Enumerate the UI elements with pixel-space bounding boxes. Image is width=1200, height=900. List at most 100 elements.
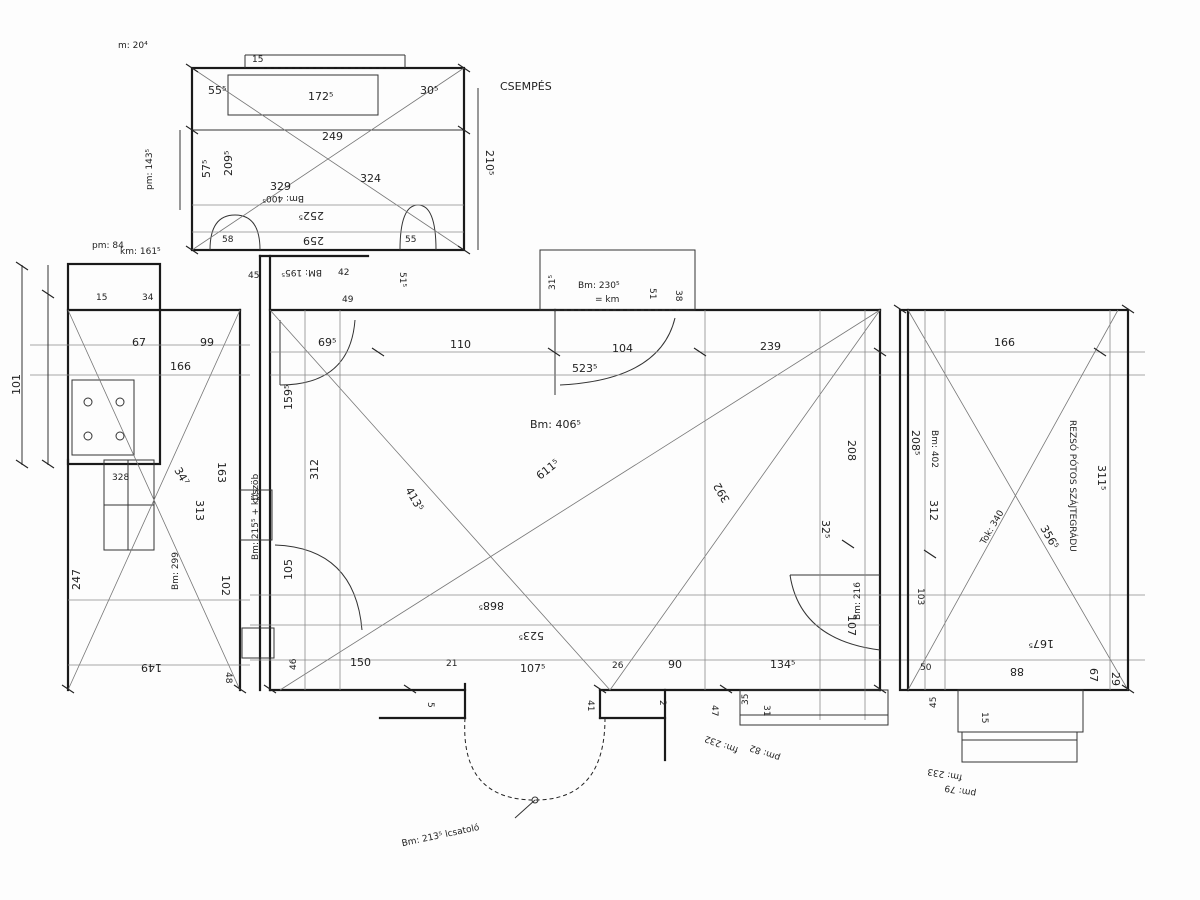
room-149: 149 [141,661,162,674]
room-46: 46 [289,658,299,670]
room-392: 392 [711,480,733,505]
out-45: 45 [929,697,939,708]
room-99: 99 [200,336,214,349]
dim-51: 51 [647,288,657,299]
room-313: 313 [193,500,206,521]
room-1075: 107⁵ [520,662,545,675]
room-247: 247 [70,569,83,590]
room-3115: 311⁵ [1095,465,1108,490]
bath-h3: 209⁵ [222,151,235,176]
win-km: = km [595,295,619,305]
room-166b: 166 [994,336,1015,349]
room-105: 105 [282,559,295,580]
room-50: 50 [920,663,932,673]
room-110: 110 [450,338,471,351]
room-tok: Tok: 340 [978,509,1006,548]
room-67: 67 [132,336,146,349]
main-room-walls [239,249,1145,720]
room-88: 88 [1010,665,1024,678]
out-41: 41 [585,700,595,711]
dim-45: 45 [248,271,259,281]
room-104: 104 [612,342,633,355]
dim-315: 31⁵ [548,275,558,290]
dim-49: 49 [342,295,354,305]
room-103: 103 [915,588,925,605]
hall-pm: pm: 84 [92,241,124,251]
bath-w7: 259 [303,234,324,247]
room-3565: 356⁵ [1037,523,1061,552]
room-1675: 167⁵ [1029,637,1054,650]
room-69: 69⁵ [318,336,336,349]
room-12: 12 [250,493,261,503]
room-bm2155: Bm: 215⁵ + küszöb [251,474,261,560]
bath-w5: 252⁵ [299,209,324,222]
room-bm216: Bm: 216 [853,582,863,620]
room-5235b: 523⁵ [519,629,544,642]
entrance [378,682,889,819]
bath-w1: 55⁵ [208,84,226,97]
room-239: 239 [760,340,781,353]
door-fm232: fm: 232 [703,733,739,754]
room-26: 26 [612,661,624,671]
dim-42: 42 [338,268,349,278]
room-90: 90 [668,658,682,671]
door-pm79: pm: 79 [944,782,977,797]
dim-15b: 15 [96,293,107,303]
out-31: 31 [761,705,771,716]
room-48: 48 [223,672,233,684]
door-pm82: pm: 82 [748,742,781,762]
door-fm233: fm: 233 [927,766,963,782]
room-107: 107 [845,615,858,636]
top-15: 15 [252,55,263,65]
hall-km: km: 161⁵ [120,247,161,257]
room-bm406: Bm: 406⁵ [530,418,581,431]
room-8685: 868⁵ [479,599,504,612]
room-67b: 67 [1087,668,1100,682]
out-47: 47 [709,705,719,716]
room-523: 523⁵ [572,362,597,375]
room-150: 150 [350,656,371,669]
dim-195: BM: 195⁵ [281,267,322,277]
room-29: 29 [1109,672,1122,686]
bath-diag1: 329 [270,180,291,193]
room-bm299: Bm: 299 [171,552,181,590]
bath-w8: 55 [405,235,416,245]
hall-walls [21,262,250,692]
bath-w6: 58 [222,235,234,245]
m-note: m: 20⁴ [118,41,148,51]
bath-h1: 210⁵ [483,150,496,175]
room-166a: 166 [170,360,191,373]
room-102: 102 [219,575,232,596]
bath-h2: 57⁵ [200,160,213,178]
entry-bm: Bm: 213⁵ lcsatoló [401,822,481,849]
dimension-labels: CSEMPÉS m: 20⁴ pm: 143⁵ 55⁵ 172⁵ 30⁵ 249… [10,41,1122,849]
bathroom-walls [179,54,479,252]
tile-note: CSEMPÉS [500,80,552,93]
room-21: 21 [446,659,457,669]
bath-w3: 30⁵ [420,84,438,97]
room-312a: 312 [308,459,321,480]
dim-515: 51⁵ [397,272,407,287]
out-35: 35 [741,694,751,705]
bath-bm: Bm: 400⁵ [262,193,304,203]
out-15: 15 [979,712,989,723]
dim-34: 34 [142,293,154,303]
bath-diag2: 324 [360,172,381,185]
room-1345: 134⁵ [770,658,795,671]
bath-pm: pm: 143⁵ [145,148,155,190]
room-312b: 312 [927,500,940,521]
room-347: 34⁷ [171,465,191,487]
room-6115: 611⁵ [534,456,562,482]
room-163: 163 [215,462,228,483]
dim-101: 101 [10,374,23,395]
out-2: 2 [657,700,667,706]
bath-w2: 172⁵ [308,90,333,103]
room-2085: 208⁵ [909,430,922,455]
dim-38: 38 [673,290,683,302]
room-note: REZSÓ PÓTOS SZÁJTEGRÁDU [1067,420,1079,552]
dimension-ticks [15,63,1135,694]
bath-w4: 249 [322,130,343,143]
room-328: 328 [112,473,129,483]
